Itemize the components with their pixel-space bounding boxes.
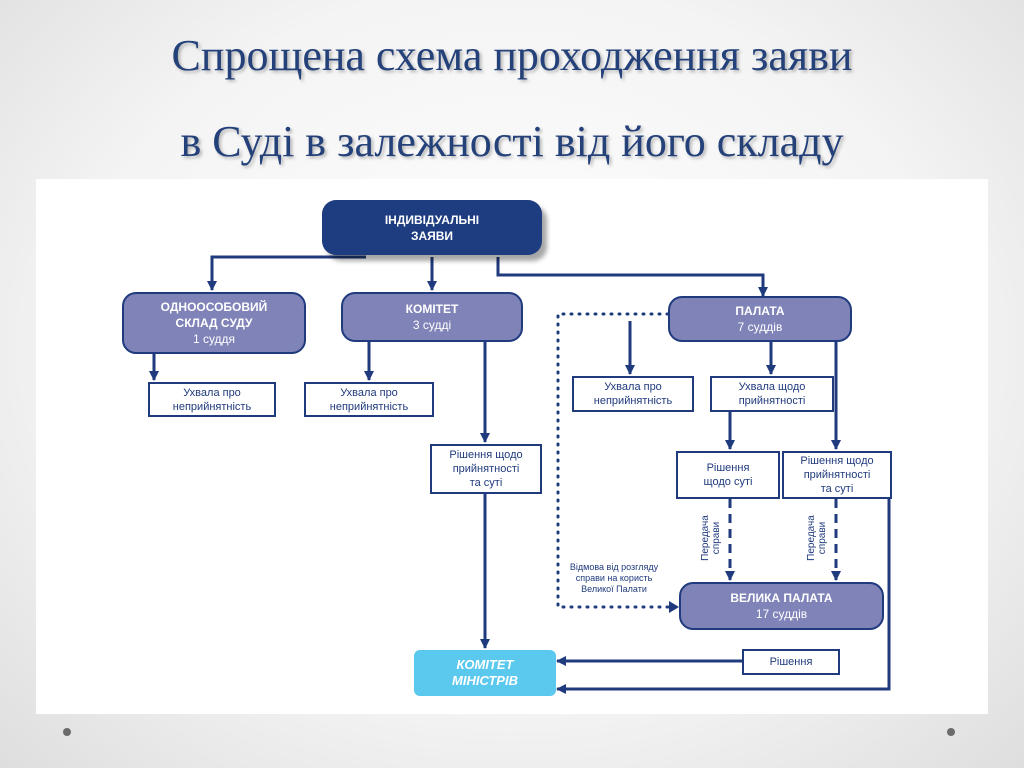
connector-lines: [149, 255, 891, 694]
single-judge-node: ОДНООСОБОВИЙ СКЛАД СУДУ 1 суддя: [122, 292, 306, 354]
merits-line-1: Рішення: [706, 462, 750, 474]
grand-line-2: 17 суддів: [755, 607, 808, 621]
relinquish-line-3: Великої Палати: [581, 584, 647, 594]
relinquish-line-1: Відмова від розгляду: [569, 562, 659, 572]
inadm3-line-1: Ухвала про: [604, 381, 662, 393]
slide-bullet-right: [947, 728, 955, 736]
relinquish-line-2: справи на користь: [575, 573, 653, 583]
single-line-2: СКЛАД СУДУ: [175, 316, 253, 330]
grand-line-1: ВЕЛИКА ПАЛАТА: [730, 591, 833, 605]
ministers-line-2: МІНІСТРІВ: [452, 673, 518, 688]
inadm2-line-1: Ухвала про: [340, 386, 398, 399]
refer2-line-2: справи: [817, 521, 828, 555]
admissibility-box: Ухвала щодо прийнятності: [710, 376, 834, 412]
single-line-3: 1 суддя: [192, 332, 236, 346]
dcom-line-2: прийнятності: [452, 463, 520, 475]
merits-line-2: щодо суті: [703, 476, 753, 488]
refer1-line-1: Передача: [700, 515, 711, 561]
committee-line-1: КОМІТЕТ: [405, 302, 459, 316]
adm-line-2: прийнятності: [738, 395, 806, 407]
chamber-node: ПАЛАТА 7 суддів: [668, 296, 852, 342]
decision-chamber-box: Рішення щодо прийнятності та суті: [782, 451, 892, 499]
individual-applications-node: ІНДИВІДУАЛЬНІ ЗАЯВИ: [322, 200, 542, 255]
arrow-chamber-ministers: [556, 498, 891, 694]
page-title-line-2: в Суді в залежності від його складу: [180, 117, 844, 166]
relinquishment-label: Відмова від розгляду справи на користь В…: [562, 562, 666, 595]
referral-label-1: Передача справи: [700, 508, 724, 568]
committee-of-ministers-node: КОМІТЕТ МІНІСТРІВ: [414, 650, 556, 696]
dcom-line-1: Рішення щодо: [449, 449, 523, 461]
decision-merits-box: Рішення щодо суті: [676, 451, 780, 499]
committee-node: КОМІТЕТ 3 судді: [341, 292, 523, 342]
decision-grand-box: Рішення: [742, 649, 840, 675]
arrow-relinquish-head: [669, 601, 679, 613]
slide-bullet-left: [63, 728, 71, 736]
dch-line-1: Рішення щодо: [800, 455, 874, 467]
inadm3-line-2: неприйнятність: [593, 395, 673, 407]
chamber-line-1: ПАЛАТА: [735, 304, 785, 318]
refer1-line-2: справи: [711, 521, 722, 555]
inadm1-line-2: неприйнятність: [172, 400, 252, 413]
adm-line-1: Ухвала щодо: [738, 381, 806, 393]
dcom-line-3: та суті: [469, 477, 503, 489]
inadmissibility-single-box: Ухвала про неприйнятність: [148, 382, 276, 417]
inadmissibility-chamber-box: Ухвала про неприйнятність: [572, 376, 694, 412]
decision-grand-label: Рішення: [769, 656, 813, 668]
referral-label-2: Передача справи: [806, 508, 830, 568]
inadm1-line-1: Ухвала про: [183, 386, 241, 399]
dch-line-2: прийнятності: [803, 469, 871, 481]
arrow-to-single: [207, 255, 366, 291]
dch-line-3: та суті: [820, 483, 854, 495]
page-title-line-1: Спрощена схема проходження заяви: [171, 31, 853, 80]
committee-line-2: 3 судді: [412, 318, 452, 332]
inadm2-line-2: неприйнятність: [329, 400, 409, 413]
arrow-relinquish: [556, 312, 678, 609]
single-line-1: ОДНООСОБОВИЙ: [160, 300, 268, 314]
arrow-to-chamber: [496, 257, 768, 297]
refer2-line-1: Передача: [806, 515, 817, 561]
individual-line-2: ЗАЯВИ: [410, 228, 454, 243]
ministers-line-1: КОМІТЕТ: [456, 657, 514, 672]
individual-line-1: ІНДИВІДУАЛЬНІ: [384, 212, 480, 227]
diagram-panel: ІНДИВІДУАЛЬНІ ЗАЯВИ ОДНООСОБОВИЙ СКЛАД С…: [36, 179, 988, 714]
inadmissibility-committee-box: Ухвала про неприйнятність: [304, 382, 434, 417]
decision-committee-box: Рішення щодо прийнятності та суті: [430, 444, 542, 494]
grand-chamber-node: ВЕЛИКА ПАЛАТА 17 суддів: [679, 582, 884, 630]
chamber-line-2: 7 суддів: [737, 320, 783, 334]
